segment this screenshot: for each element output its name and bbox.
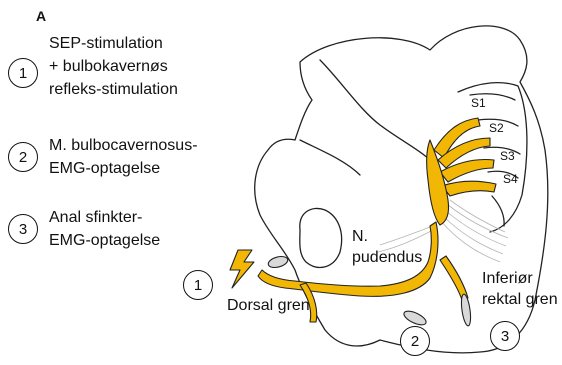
figure-marker-1: 1 bbox=[183, 270, 213, 300]
nerve-label-line: pudendus bbox=[352, 247, 422, 268]
figure-marker-3: 3 bbox=[490, 321, 520, 351]
sacrum-outline bbox=[458, 83, 527, 232]
nerve-label: N. pudendus bbox=[352, 226, 422, 268]
electrode-icon bbox=[460, 294, 472, 327]
sacral-label-s3: S3 bbox=[500, 149, 515, 163]
figure-marker-2: 2 bbox=[400, 326, 430, 356]
ilium-detail bbox=[320, 60, 430, 160]
sacral-label-s1: S1 bbox=[471, 96, 486, 110]
rectal-label-line: rektal gren bbox=[482, 289, 558, 310]
ilium-detail bbox=[300, 140, 360, 175]
nerve-fiber bbox=[450, 200, 505, 232]
sacral-root bbox=[442, 181, 496, 196]
nerve-fiber bbox=[440, 220, 500, 262]
sacral-label-s2: S2 bbox=[489, 121, 504, 135]
electrode-icon bbox=[267, 255, 289, 270]
dorsal-branch-label: Dorsal gren bbox=[227, 295, 310, 316]
rectal-branch bbox=[440, 256, 468, 300]
nerve-label-line: N. bbox=[352, 226, 422, 247]
lightning-bolt-icon bbox=[230, 250, 254, 288]
obturator-ring bbox=[300, 208, 342, 267]
rectal-label-line: Inferiør bbox=[482, 268, 558, 289]
coccyx bbox=[492, 196, 504, 226]
sacral-label-s4: S4 bbox=[503, 172, 518, 186]
rectal-branch-label: Inferiør rektal gren bbox=[482, 268, 558, 310]
electrode-icon bbox=[402, 308, 428, 327]
